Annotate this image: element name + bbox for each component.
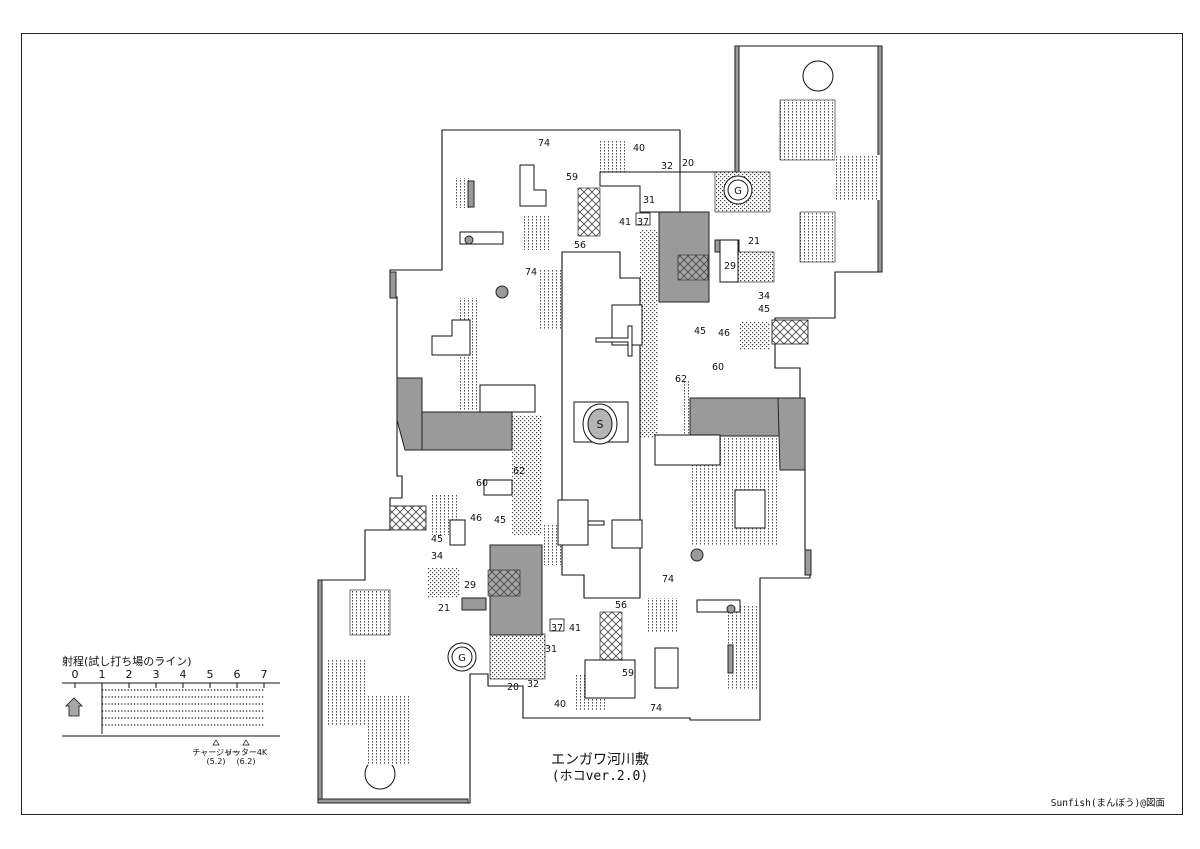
map-frame [21, 33, 1183, 815]
distance-label-bottom-15: 32 [527, 679, 539, 690]
top-right-border-wall [734, 45, 740, 187]
distance-label-top-12: 34 [758, 291, 770, 302]
distance-label-top-0: 74 [538, 138, 550, 149]
distance-label-bottom-9: 56 [615, 600, 627, 611]
distance-label-bottom-6: 29 [464, 580, 476, 591]
distance-label-top-6: 41 [619, 217, 631, 228]
distance-label-top-13: 45 [758, 304, 770, 315]
map-subtitle: (ホコver.2.0) [552, 769, 648, 784]
scale-tick-0: 0 [72, 668, 79, 681]
weapon-marker-name-1: リッター4K [225, 748, 268, 757]
goal-bottom-label: G [458, 653, 466, 664]
distance-label-bottom-1: 60 [476, 478, 488, 489]
goal-bottom: G [447, 642, 477, 672]
distance-labels-top: 74 40 32 20 59 31 41 37 56 74 21 29 34 45 45 46 62 60 [525, 138, 770, 632]
distance-label-bottom-14: 20 [507, 682, 519, 693]
left-border-wall [317, 579, 323, 804]
distance-label-top-14: 45 [694, 326, 706, 337]
distance-label-top-5: 31 [643, 195, 655, 206]
range-scale-ticks: 0 1 2 3 4 5 6 7 [72, 668, 268, 688]
distance-label-top-8: 56 [574, 240, 586, 251]
scale-tick-7: 7 [261, 668, 268, 681]
goal-top: G [723, 175, 753, 205]
distance-label-top-2: 32 [661, 161, 673, 172]
bottom-border-wall [317, 798, 469, 804]
spawn-center-label: S [597, 418, 604, 431]
distance-label-bottom-11: 41 [569, 623, 581, 634]
weapon-marker-triangle-1 [242, 739, 250, 746]
distance-label-bottom-16: 40 [554, 699, 566, 710]
distance-label-bottom-0: 62 [513, 466, 525, 477]
distance-label-top-3: 20 [682, 158, 694, 169]
interior-blocks-bottom [449, 479, 741, 699]
player-marker-icon [65, 697, 83, 717]
map-title: エンガワ河川敷 [551, 752, 649, 768]
distance-label-top-15: 46 [718, 328, 730, 339]
weapon-marker-value-0: (5.2) [207, 757, 226, 766]
distance-label-top-4: 59 [566, 172, 578, 183]
distance-labels-bottom: 62 60 46 45 45 34 29 21 74 56 37 41 31 59 20 32 40 74 [431, 466, 674, 714]
top-corner-circle [802, 60, 834, 92]
scale-tick-6: 6 [234, 668, 241, 681]
goal-top-label: G [734, 186, 742, 197]
boxed-label-frame-1 [549, 618, 565, 632]
distance-label-top-9: 74 [525, 267, 537, 278]
distance-label-top-16: 62 [675, 374, 687, 385]
scale-tick-3: 3 [153, 668, 160, 681]
range-scale-bars [101, 688, 264, 734]
distance-label-bottom-3: 45 [494, 515, 506, 526]
weapon-marker-name-0: チャージャー [192, 748, 239, 757]
distance-label-bottom-5: 34 [431, 551, 443, 562]
crosshatch-zones [389, 187, 809, 665]
scale-tick-4: 4 [180, 668, 187, 681]
scale-tick-1: 1 [99, 668, 106, 681]
scale-tick-2: 2 [126, 668, 133, 681]
distance-label-top-10: 21 [748, 236, 760, 247]
distance-label-bottom-7: 21 [438, 603, 450, 614]
boxed-label-frame-0 [635, 212, 651, 226]
interior-blocks-top [431, 164, 766, 562]
range-scale-markers: チャージャー(5.2)リッター4K(6.2) [192, 739, 268, 766]
central-structures: S [557, 251, 643, 599]
distance-label-bottom-2: 46 [470, 513, 482, 524]
credit-label: Sunfish(まんぼう)@図面 [1051, 798, 1165, 809]
range-scale-title: 射程(試し打ち場のライン) [62, 654, 192, 668]
distance-label-bottom-12: 31 [545, 644, 557, 655]
scale-tick-5: 5 [207, 668, 214, 681]
range-scale: 射程(試し打ち場のライン) 0 1 2 3 4 5 6 7 チャージャー(5.2)リッター4K… [62, 654, 280, 766]
distance-label-bottom-10: 37 [551, 623, 563, 634]
distance-label-bottom-17: 74 [650, 703, 662, 714]
distance-label-top-7: 37 [637, 217, 649, 228]
weapon-marker-triangle-0 [212, 739, 220, 746]
distance-label-bottom-4: 45 [431, 534, 443, 545]
distance-label-bottom-13: 59 [622, 668, 634, 679]
distance-label-bottom-8: 74 [662, 574, 674, 585]
distance-label-top-11: 29 [724, 261, 736, 272]
weapon-marker-value-1: (6.2) [237, 757, 256, 766]
distance-label-top-17: 60 [712, 362, 724, 373]
distance-label-top-1: 40 [633, 143, 645, 154]
